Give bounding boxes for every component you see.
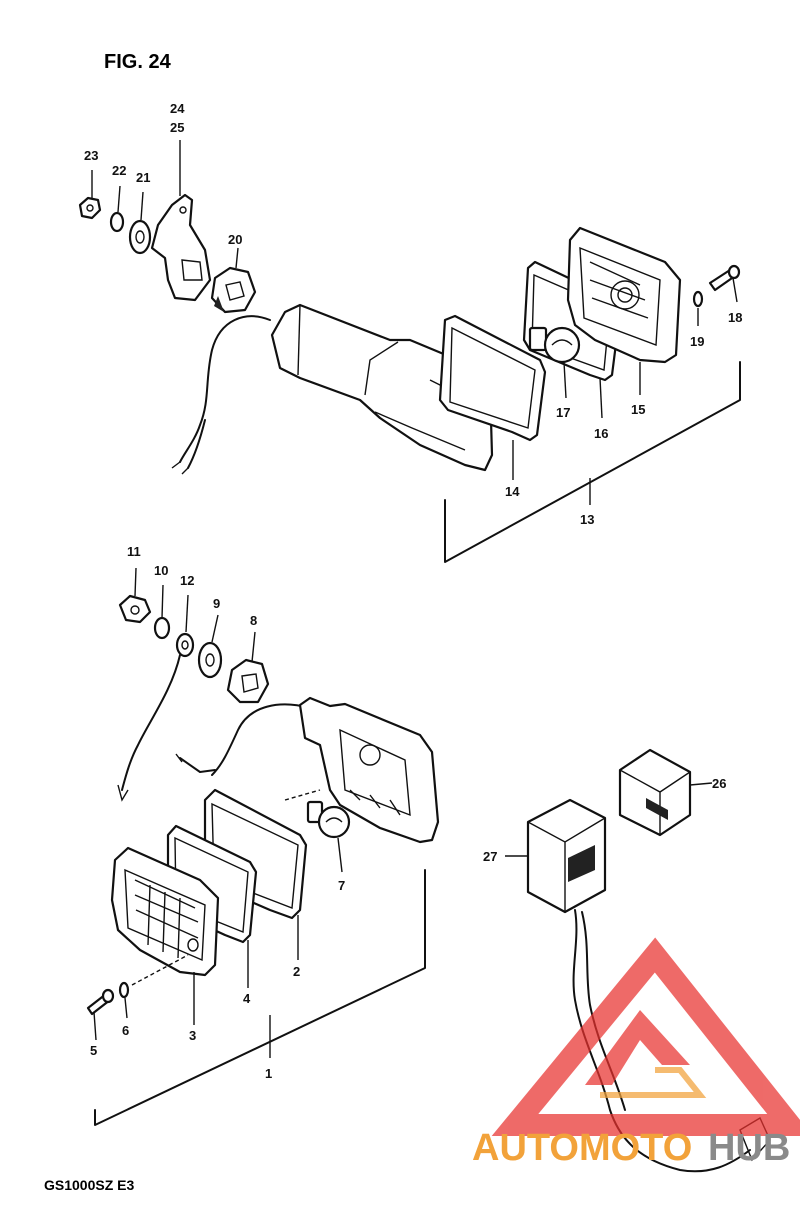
label-21: 21 xyxy=(136,170,150,185)
watermark-text-hub: HUB xyxy=(708,1127,790,1169)
signal-housing-lower xyxy=(298,696,440,844)
label-6: 6 xyxy=(122,1023,129,1038)
bracket-part-24-25 xyxy=(150,193,212,302)
gasket-part-14 xyxy=(438,314,547,442)
callout-labels: 24 25 23 22 21 20 18 19 17 15 16 14 13 1… xyxy=(84,101,742,1081)
label-14: 14 xyxy=(505,484,520,499)
washer-part-19 xyxy=(692,290,704,308)
label-5: 5 xyxy=(90,1043,97,1058)
wire-lower xyxy=(211,703,311,776)
label-8: 8 xyxy=(250,613,257,628)
label-2: 2 xyxy=(293,964,300,979)
washer-part-9 xyxy=(197,641,223,679)
label-1: 1 xyxy=(265,1066,272,1081)
lock-washer-part-10 xyxy=(153,616,171,640)
label-9: 9 xyxy=(213,596,220,611)
wire-upper xyxy=(179,315,271,463)
model-code: GS1000SZ E3 xyxy=(44,1177,134,1193)
label-7: 7 xyxy=(338,878,345,893)
flasher-part-27 xyxy=(526,798,771,1173)
label-12: 12 xyxy=(180,573,194,588)
ground-terminal-part-12 xyxy=(117,632,195,802)
screw-part-18 xyxy=(708,264,741,292)
label-20: 20 xyxy=(228,232,242,247)
label-16: 16 xyxy=(594,426,608,441)
label-27: 27 xyxy=(483,849,497,864)
upper-assembly xyxy=(78,193,741,563)
nut-part-23 xyxy=(78,196,102,220)
bracket-line-1 xyxy=(94,869,426,1126)
nut-part-11 xyxy=(118,594,152,624)
bulb-part-17 xyxy=(528,326,581,364)
watermark-text: AUTOMOTO HUB xyxy=(472,1127,790,1169)
lower-assembly xyxy=(86,594,440,1126)
label-3: 3 xyxy=(189,1028,196,1043)
label-11: 11 xyxy=(127,544,141,559)
label-4: 4 xyxy=(243,991,251,1006)
grommet-part-8 xyxy=(226,658,270,704)
screw-part-5 xyxy=(86,988,115,1016)
lock-washer-part-22 xyxy=(109,211,125,233)
figure-title: FIG. 24 xyxy=(104,51,172,73)
watermark-text-automoto: AUTOMOTO xyxy=(472,1127,692,1169)
label-13: 13 xyxy=(580,512,594,527)
label-18: 18 xyxy=(728,310,742,325)
label-17: 17 xyxy=(556,405,570,420)
label-25: 25 xyxy=(170,120,184,135)
label-15: 15 xyxy=(631,402,645,417)
relay-part-26 xyxy=(618,748,692,837)
watermark-logo xyxy=(491,937,800,1136)
label-23: 23 xyxy=(84,148,98,163)
leader-lines xyxy=(91,140,738,1058)
label-26: 26 xyxy=(712,776,726,791)
bulb-part-7 xyxy=(284,789,351,839)
label-24: 24 xyxy=(170,101,185,116)
label-22: 22 xyxy=(112,163,126,178)
label-10: 10 xyxy=(154,563,168,578)
label-19: 19 xyxy=(690,334,704,349)
lens-part-15 xyxy=(566,226,682,364)
lens-part-3 xyxy=(110,846,220,977)
bracket-line-13 xyxy=(444,361,741,563)
grommet-part-20 xyxy=(210,266,257,314)
washer-part-21 xyxy=(128,219,152,255)
washer-part-6 xyxy=(118,981,130,999)
